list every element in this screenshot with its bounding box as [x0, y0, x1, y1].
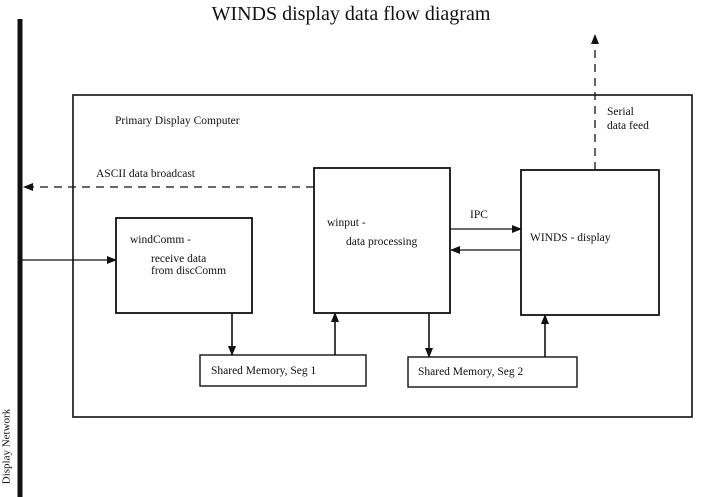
- shared-memory-seg1-box: [199, 354, 367, 387]
- winput-title: winput -: [327, 217, 366, 229]
- windcomm-desc-line2: from discComm: [151, 265, 227, 277]
- windcomm-box: [115, 217, 253, 314]
- serial-feed-label-line1: Serial: [607, 106, 634, 118]
- container-label: Primary Display Computer: [115, 115, 240, 127]
- display-network-label: Display Network: [0, 408, 13, 485]
- ascii-broadcast-label: ASCII data broadcast: [96, 168, 195, 180]
- winds-display-box: [520, 169, 660, 316]
- primary-display-computer-box: [72, 94, 693, 418]
- shm1-label: Shared Memory, Seg 1: [211, 365, 317, 377]
- windcomm-desc-line1: receive data: [151, 253, 207, 265]
- shm2-label: Shared Memory, Seg 2: [418, 366, 524, 378]
- serial-feed-label-line2: data feed: [607, 120, 649, 132]
- winput-desc: data processing: [346, 236, 418, 248]
- windcomm-title: windComm -: [130, 234, 192, 246]
- winput-box: [313, 167, 451, 314]
- diagram-title: WINDS display data flow diagram: [211, 3, 491, 25]
- winds-display-label: WINDS - display: [530, 232, 611, 244]
- shared-memory-seg2-box: [407, 356, 578, 388]
- ipc-label: IPC: [470, 209, 488, 221]
